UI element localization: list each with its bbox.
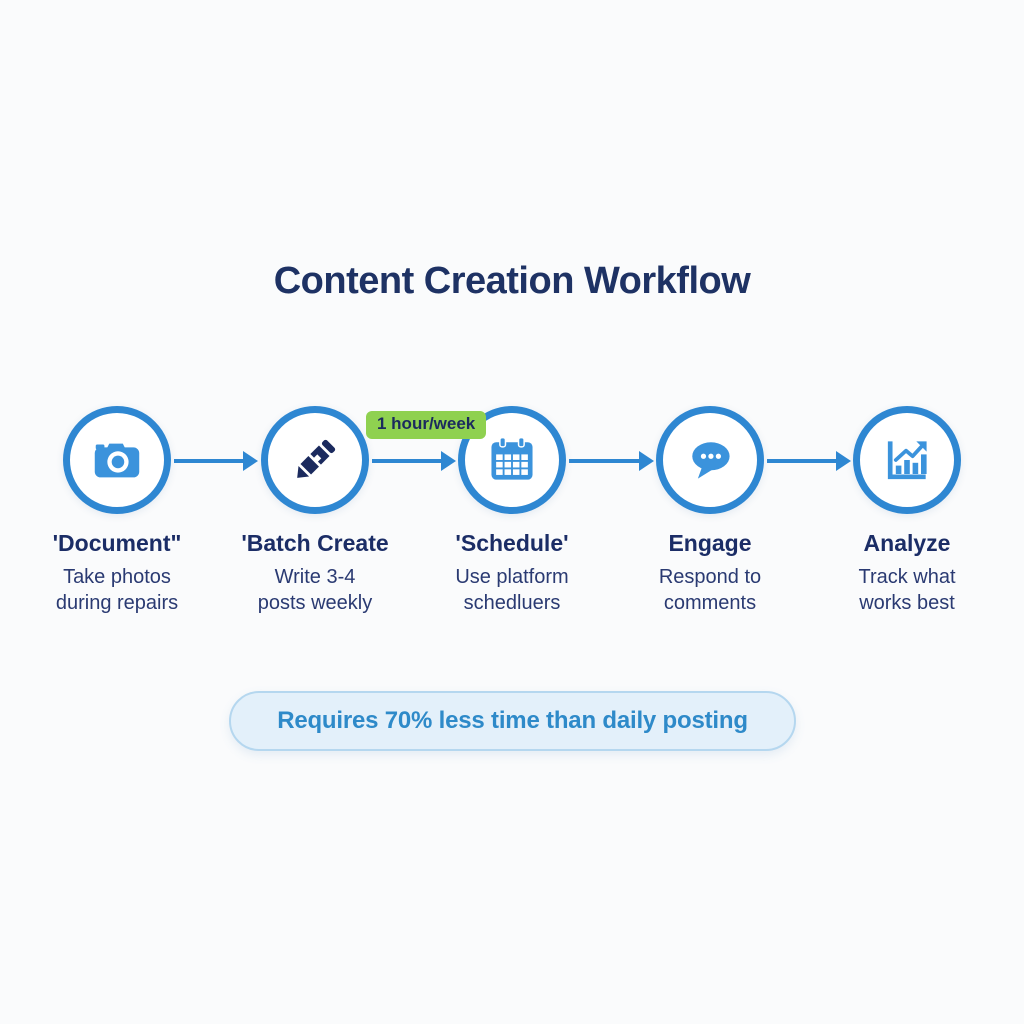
step-label: Engage [668, 530, 752, 556]
pencil-icon [287, 432, 343, 488]
step-description: Take photos during repairs [55, 566, 179, 614]
step-description: Write 3-4 posts weekly [257, 566, 373, 614]
arrow-right-icon [372, 451, 456, 471]
chat-bubble-icon [682, 432, 738, 488]
step-label: 'Batch Create [241, 530, 389, 556]
step-description: Respond to comments [658, 566, 762, 614]
arrow-right-icon [174, 451, 258, 471]
step-circle [853, 406, 961, 514]
workflow-step-analyze: Analyze Track what works best [809, 406, 1005, 616]
camera-icon [88, 431, 146, 489]
bar-chart-icon [879, 432, 935, 488]
step-label: Analyze [863, 530, 951, 556]
workflow-step-engage: Engage Respond to comments [612, 406, 808, 616]
step-description: Track what works best [858, 566, 956, 614]
time-badge: 1 hour/week [366, 411, 487, 439]
summary-pill: Requires 70% less time than daily postin… [229, 691, 796, 751]
step-label: 'Schedule' [455, 530, 569, 556]
workflow-step-batch-create: 'Batch Create Write 3-4 posts weekly [217, 406, 413, 616]
arrow-right-icon [569, 451, 654, 471]
summary-pill-label: Requires 70% less time than daily postin… [277, 707, 748, 734]
step-description: Use platform schedluers [455, 566, 569, 614]
step-label: 'Document" [52, 530, 182, 556]
arrow-right-icon [767, 451, 851, 471]
workflow-step-document: 'Document" Take photos during repairs [19, 406, 215, 616]
page-title: Content Creation Workflow [273, 260, 751, 302]
step-circle [656, 406, 764, 514]
step-circle [63, 406, 171, 514]
calendar-icon [484, 432, 540, 488]
step-circle [261, 406, 369, 514]
